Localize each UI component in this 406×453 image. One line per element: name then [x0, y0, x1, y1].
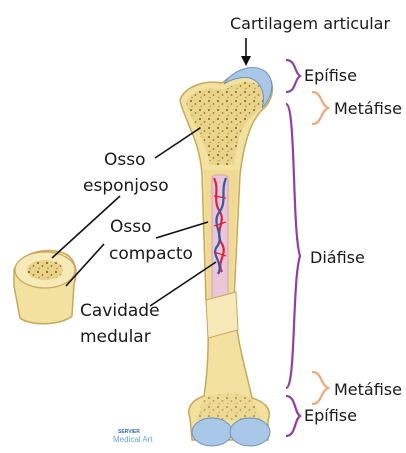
label-epifise-bottom: Epífise [304, 406, 357, 425]
bone-cross-section [14, 251, 76, 324]
label-cartilagem-articular: Cartilagem articular [230, 14, 390, 33]
cutaway-edge [206, 292, 238, 338]
bracket-epifise-top [286, 60, 300, 92]
label-metafise-top: Metáfise [334, 99, 402, 118]
bracket-epifise-bottom [286, 396, 300, 436]
credit-line2: Medical Art [113, 435, 153, 444]
label-metafise-bottom: Metáfise [334, 380, 402, 399]
label-cavidade-2: medular [80, 327, 151, 347]
label-osso-esponjoso-2: esponjoso [83, 176, 169, 196]
long-bone [180, 68, 272, 446]
label-osso-compacto-2: compacto [109, 244, 193, 264]
bracket-metafise-bottom [312, 372, 328, 404]
label-cavidade-1: Cavidade [80, 301, 160, 321]
label-osso-compacto-1: Osso [110, 217, 152, 237]
bracket-diafise [286, 104, 300, 388]
cross-section-spongy [27, 260, 63, 280]
pointer-esponjoso-bone [155, 128, 200, 158]
bracket-metafise-top [312, 92, 328, 124]
pointer-compacto-bone [156, 222, 208, 238]
label-epifise-top: Epífise [304, 66, 357, 85]
servier-credit-logo: SERVIER Medical Art [113, 429, 153, 444]
label-osso-esponjoso-1: Osso [104, 150, 146, 170]
label-diafise: Diáfise [310, 248, 365, 267]
